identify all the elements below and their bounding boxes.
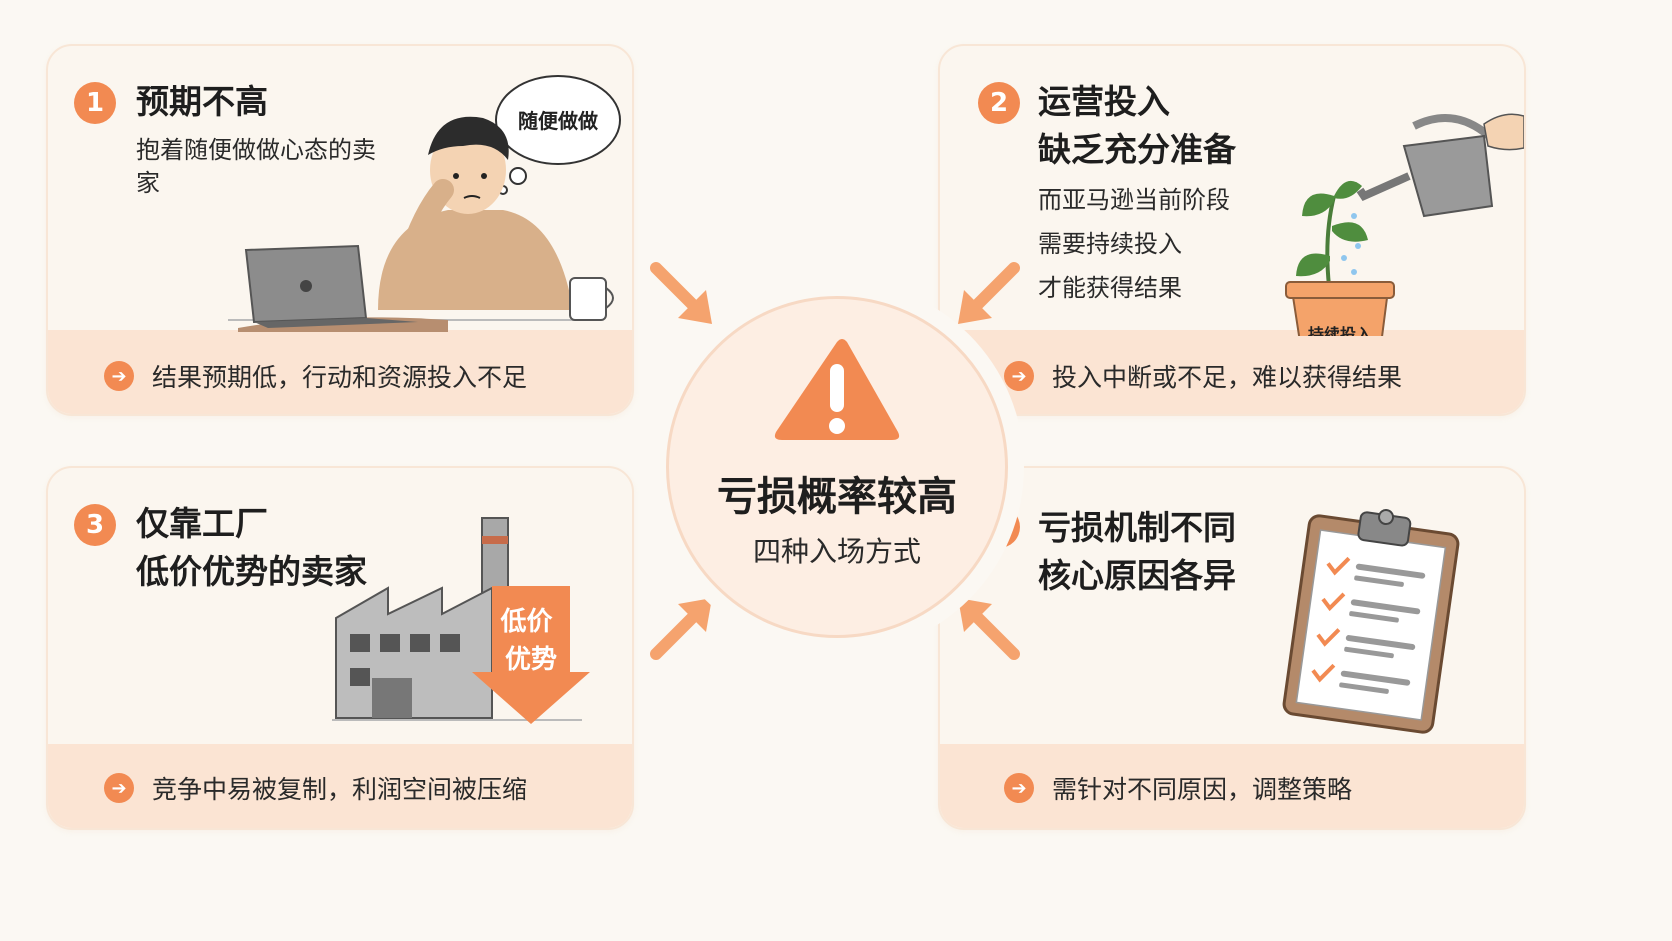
warning-triangle-icon	[774, 339, 900, 440]
card-body-line: 才能获得结果	[1038, 274, 1182, 302]
thought-bubble-text: 随便做做	[518, 109, 599, 133]
card-body-line: 需要持续投入	[1038, 230, 1182, 258]
checklist-clipboard-icon	[1282, 509, 1460, 734]
arrow-right-icon: ➔	[1004, 361, 1034, 391]
card-title: 运营投入 缺乏充分准备	[1038, 82, 1236, 169]
card-note: ➔ 需针对不同原因，调整策略	[1004, 770, 1352, 806]
card-operation-input: 2 运营投入 缺乏充分准备 而亚马逊当前阶段 需要持续投入 才能获得结果 持续投…	[938, 44, 1526, 416]
card-note-band	[48, 330, 632, 414]
card-note-text: 投入中断或不足，难以获得结果	[1052, 363, 1403, 392]
center-title: 亏损概率较高	[717, 474, 957, 520]
factory-icon: 低价 优势	[332, 517, 590, 724]
card-note-text: 需针对不同原因，调整策略	[1052, 775, 1353, 804]
card-note-band	[940, 744, 1524, 828]
card-note: ➔ 投入中断或不足，难以获得结果	[1004, 358, 1402, 394]
arrow-right-icon: ➔	[1004, 773, 1034, 803]
flow-arrow-bottom-left	[650, 598, 712, 660]
pot-label: 持续投入	[1308, 325, 1372, 336]
arrow-right-icon: ➔	[104, 773, 134, 803]
watering-plant-icon: 持续投入	[1285, 113, 1524, 336]
step-number-badge: 2	[978, 82, 1020, 124]
card-note-band	[48, 744, 632, 828]
card-factory-price: 3 仅靠工厂 低价优势的卖家 低价 优势 ➔ 竞争中易被复制，利润空间被压缩	[46, 466, 634, 830]
person-at-laptop-icon: 随便做做	[228, 75, 621, 332]
card-title: 预期不高	[136, 82, 268, 121]
card-body-line: 而亚马逊当前阶段	[1038, 186, 1230, 214]
card-note-text: 结果预期低，行动和资源投入不足	[152, 363, 528, 392]
card-note-text: 竞争中易被复制，利润空间被压缩	[152, 775, 528, 804]
step-number-badge: 1	[74, 82, 116, 124]
card-loss-mechanism: 4 亏损机制不同 核心原因各异 ➔ 需针对不同原因，调整策略	[938, 466, 1526, 830]
flow-arrow-bottom-right	[958, 598, 1020, 660]
svg-text:低价 优势: 低价 优势	[499, 607, 561, 675]
flow-arrow-top-left	[650, 262, 712, 324]
price-arrow-label: 优势	[505, 645, 557, 675]
card-note: ➔ 竞争中易被复制，利润空间被压缩	[104, 770, 527, 806]
card-note-band	[940, 330, 1524, 414]
card-note: ➔ 结果预期低，行动和资源投入不足	[104, 358, 527, 394]
step-number-badge: 3	[74, 504, 116, 546]
card-expectation: 1 预期不高 抱着随便做做心态的卖家 随便做做 ➔ 结果预期低，行动和资源投入不…	[46, 44, 634, 416]
price-arrow-label: 低价	[499, 607, 553, 637]
card-title: 仅靠工厂 低价优势的卖家	[136, 504, 367, 591]
arrow-right-icon: ➔	[104, 361, 134, 391]
card-title: 亏损机制不同 核心原因各异	[1038, 508, 1236, 595]
flow-arrow-top-right	[958, 262, 1020, 324]
card-body: 抱着随便做做心态的卖家	[136, 136, 376, 197]
card-body: 而亚马逊当前阶段 需要持续投入 才能获得结果	[1038, 178, 1230, 310]
center-subtitle: 四种入场方式	[752, 535, 921, 568]
